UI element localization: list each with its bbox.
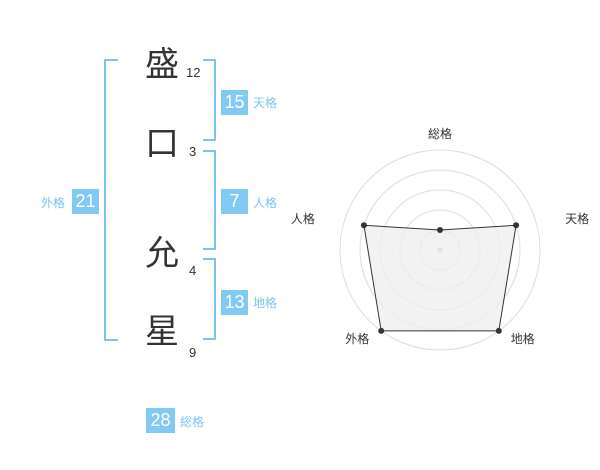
radar-point-0 <box>437 227 443 233</box>
name-char-2: 口 <box>145 124 179 164</box>
radar-point-2 <box>495 327 502 334</box>
chikaku-bracket <box>203 258 216 340</box>
jinkaku-value: 7 <box>221 189 248 214</box>
name-char-1: 盛 <box>145 45 179 85</box>
radar-area <box>363 224 517 332</box>
radar-point-3 <box>378 327 385 334</box>
name-char-3: 允 <box>145 234 179 274</box>
gaikaku-label: 外格 <box>41 196 66 210</box>
radar-point-1 <box>513 222 520 229</box>
stroke-count-3: 4 <box>189 263 197 278</box>
soukaku-value: 28 <box>146 408 175 433</box>
chikaku-value: 13 <box>221 290 248 315</box>
soukaku-label: 総格 <box>180 415 205 429</box>
stroke-count-1: 12 <box>186 65 201 80</box>
radar-axis-label-1: 天格 <box>565 211 589 226</box>
radar-axis-label-2: 地格 <box>511 331 535 346</box>
jinkaku-label: 人格 <box>253 196 278 210</box>
radar-point-4 <box>360 222 367 229</box>
gaikaku-value: 21 <box>72 189 99 214</box>
stroke-count-2: 3 <box>189 144 197 159</box>
jinkaku-bracket <box>203 150 216 250</box>
chikaku-label: 地格 <box>253 296 278 310</box>
gaikaku-bracket <box>104 59 118 341</box>
tenkaku-bracket <box>203 59 216 141</box>
radar-axis-label-3: 外格 <box>345 331 369 346</box>
name-char-4: 星 <box>145 312 179 352</box>
radar-axis-label-0: 総格 <box>428 126 452 141</box>
tenkaku-label: 天格 <box>253 96 278 110</box>
radar-points <box>360 222 520 334</box>
stroke-count-4: 9 <box>189 345 197 360</box>
tenkaku-value: 15 <box>221 90 248 115</box>
radar-axis-label-4: 人格 <box>291 211 315 226</box>
